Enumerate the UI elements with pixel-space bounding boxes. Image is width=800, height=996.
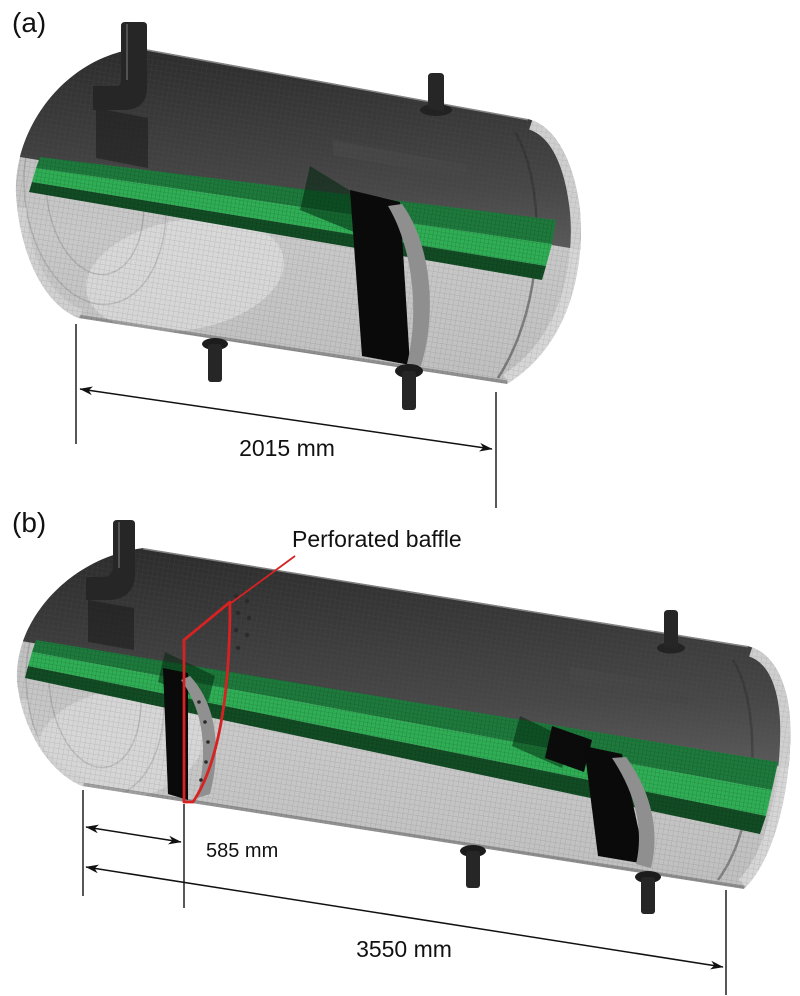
perforated-baffle-highlight (182, 555, 296, 804)
tank-b-bottom-nozzle1 (466, 851, 480, 888)
tank-a-baffle-face (388, 204, 430, 366)
tank-a-top-nozzle (428, 73, 444, 112)
dimension-tank-a-length: 2015 mm (75, 324, 497, 508)
panel-b: 585 mm 3550 mm Perforated baffle (b) (12, 507, 791, 995)
dim-b-585-label: 585 mm (206, 840, 278, 862)
perforated-baffle-leader (230, 555, 296, 604)
tank-a-inlet-shadow (96, 108, 148, 168)
dim-b-arrow-3550 (85, 864, 724, 970)
perforated-baffle-outline (182, 600, 232, 804)
tank-a-nozzles (93, 22, 452, 410)
tank-b-inlet-shadow (88, 600, 134, 650)
panel-a-label: (a) (12, 7, 46, 38)
dim-b-arrow-585 (85, 824, 182, 845)
dimension-tank-b-length: 3550 mm (85, 864, 727, 995)
tank-b-perforation-holes (197, 593, 252, 782)
tank-b-top-nozzle (664, 610, 678, 650)
tank-b-baffle-slot (584, 746, 646, 864)
tank-b-plate-gap2 (545, 726, 592, 772)
perforated-baffle-label: Perforated baffle (292, 526, 462, 552)
tank-b-bottom-nozzle2 (641, 877, 655, 914)
panel-a: 2015 mm (a) (12, 7, 581, 508)
tank-a-inlet-pipe (93, 22, 147, 110)
dim-a-arrow-line (79, 386, 493, 452)
tank-a (15, 48, 581, 384)
tank-a-bottom-nozzle1 (208, 344, 222, 382)
tank-b-inlet-pipe (86, 520, 135, 600)
tank-b-perf-baffle-slot (163, 668, 188, 800)
dim-b-3550-label: 3550 mm (356, 936, 452, 962)
tank-a-plate-shadow (300, 166, 362, 232)
tank-a-baffle-slot (350, 190, 410, 365)
tank-a-bottom-nozzle2 (402, 371, 416, 410)
tank-b-baffle-face (612, 757, 655, 868)
dim-a-label: 2015 mm (239, 435, 335, 461)
tank-b-perf-baffle-face (181, 676, 216, 798)
panel-b-label: (b) (12, 507, 46, 538)
